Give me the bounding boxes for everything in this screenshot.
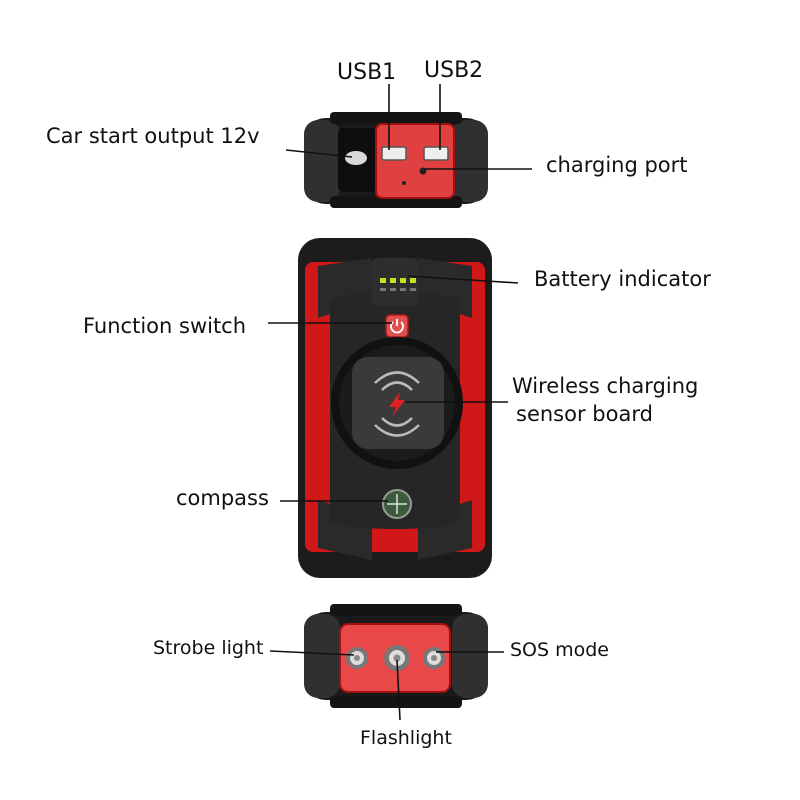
label-usb2: USB2 [424, 58, 484, 83]
label-usb1: USB1 [337, 60, 397, 85]
strobe-light-icon [346, 647, 368, 669]
power-icon [390, 319, 404, 334]
sos-light-icon [423, 647, 445, 669]
leader-battery [407, 275, 519, 284]
bottom-view [304, 604, 488, 708]
label-sos-mode: SOS mode [510, 639, 609, 661]
usb2-port-icon [423, 146, 449, 161]
label-wireless-line1: Wireless charging [512, 374, 699, 398]
leader-lines [268, 84, 532, 721]
label-compass: compass [176, 486, 269, 510]
leader-strobe [269, 650, 355, 656]
car-start-port-icon [345, 151, 367, 165]
label-flashlight: Flashlight [360, 727, 452, 749]
label-wireless-line2: sensor board [516, 402, 653, 426]
leader-flashlight [396, 659, 401, 721]
label-battery-indicator: Battery indicator [534, 267, 711, 291]
label-car-start: Car start output 12v [46, 124, 260, 148]
flashlight-icon [384, 645, 410, 671]
leader-car-start [285, 149, 353, 158]
top-view [304, 112, 488, 208]
usb1-port-icon [381, 146, 407, 161]
label-function-switch: Function switch [83, 314, 247, 338]
battery-indicator-leds [380, 278, 416, 291]
lightning-bolt-icon [389, 392, 405, 417]
label-charging-port: charging port [546, 153, 688, 177]
wireless-charging-icon [374, 371, 420, 437]
front-view [298, 238, 492, 578]
label-strobe-light: Strobe light [153, 637, 264, 659]
